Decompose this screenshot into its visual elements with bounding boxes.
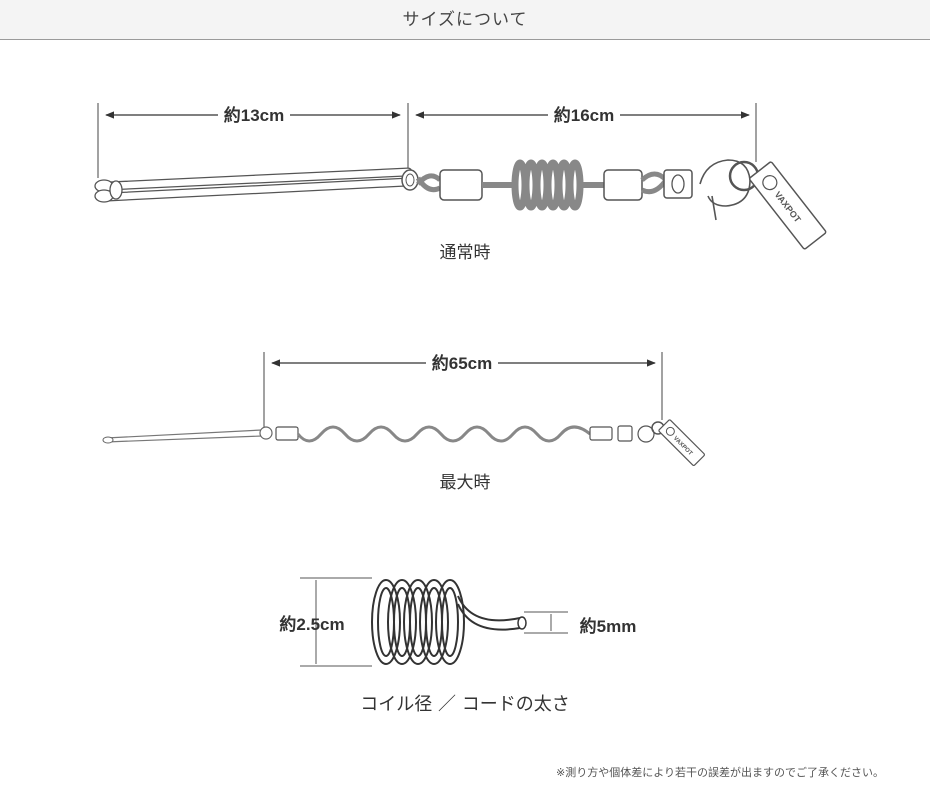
coil-diameter: 約2.5cm bbox=[279, 614, 344, 634]
normal-state-illustration: 約13cm 約16cm bbox=[94, 103, 827, 263]
page-title: サイズについて bbox=[402, 10, 528, 30]
normal-caption: 通常時 bbox=[440, 243, 491, 263]
coil-detail-illustration: 約2.5cm 約5mm コイル径 ／ コードの太さ bbox=[279, 577, 637, 715]
max-state-illustration: 約65cm VAXPOT 最大時 bbox=[102, 352, 705, 493]
normal-right-length: 約16cm bbox=[554, 105, 614, 125]
max-caption: 最大時 bbox=[440, 473, 491, 493]
cord-thickness: 約5mm bbox=[580, 616, 637, 636]
coil-caption: コイル径 ／ コードの太さ bbox=[360, 694, 569, 715]
page-header: サイズについて bbox=[0, 0, 930, 40]
normal-left-length: 約13cm bbox=[224, 105, 284, 125]
size-diagram: 約13cm 約16cm bbox=[94, 103, 884, 779]
max-length: 約65cm bbox=[432, 353, 492, 373]
measurement-footnote: ※測り方や個体差により若干の誤差が出ますのでご了承ください。 bbox=[556, 765, 884, 779]
